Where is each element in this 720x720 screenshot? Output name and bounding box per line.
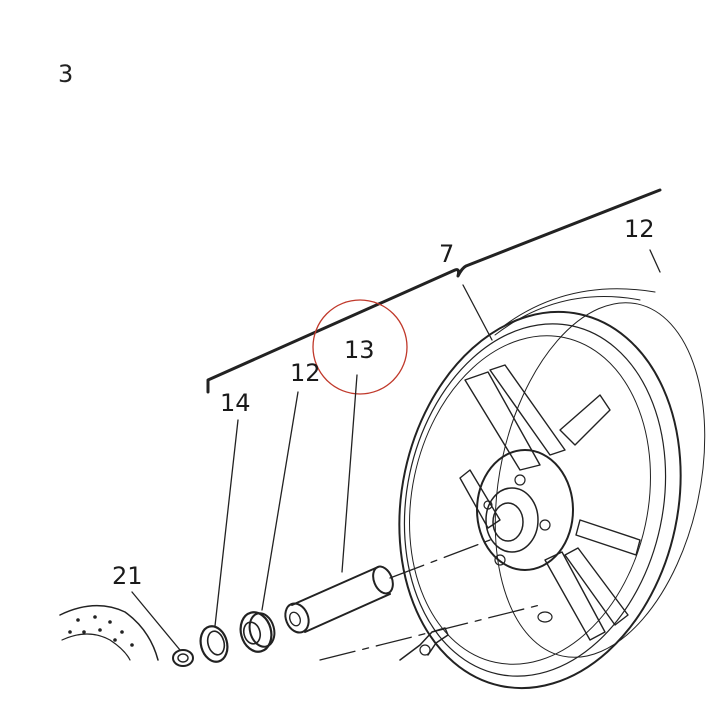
callout-21: 21 — [112, 562, 143, 590]
assembly-bracket — [206, 188, 662, 394]
wheel-spokes — [459, 364, 641, 641]
callout-14: 14 — [220, 389, 251, 417]
callout-12-mid: 12 — [290, 359, 321, 387]
axle-centerline — [319, 539, 541, 661]
wheel-hub — [476, 449, 574, 571]
spacer-21 — [172, 649, 194, 667]
leader-lines — [131, 249, 661, 651]
wheel-rim — [398, 288, 706, 690]
spacer-tube — [284, 565, 394, 634]
callout-12-top: 12 — [624, 215, 655, 243]
page-number: 3 — [58, 60, 74, 88]
valve-stem — [399, 611, 553, 661]
callout-7: 7 — [439, 240, 454, 268]
highlight-ring — [312, 299, 408, 395]
bearing — [239, 611, 276, 653]
brake-disc — [59, 604, 159, 661]
seal-ring — [199, 625, 229, 663]
callout-13: 13 — [344, 336, 375, 364]
